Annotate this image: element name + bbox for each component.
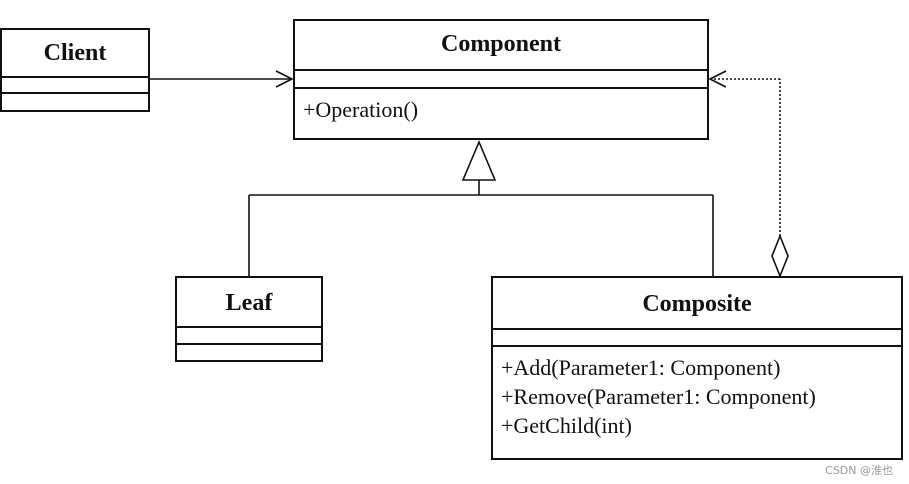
class-name: Composite <box>493 278 901 330</box>
association-arrowhead <box>275 70 294 88</box>
operation: +Operation() <box>303 97 419 122</box>
class-name: Component <box>295 21 707 71</box>
watermark: CSDN @淮也 <box>825 464 893 477</box>
class-name: Client <box>2 30 148 78</box>
class-component: Component +Operation() <box>293 19 709 140</box>
attributes-section <box>177 328 321 345</box>
class-composite: Composite +Add(Parameter1: Component) +R… <box>491 276 903 460</box>
aggregation-diamond <box>771 233 789 279</box>
attributes-section <box>493 330 901 347</box>
operation: +Add(Parameter1: Component) <box>501 355 781 380</box>
operations-section <box>2 94 148 110</box>
generalization-triangle <box>461 139 497 181</box>
class-name: Leaf <box>177 278 321 328</box>
attributes-section <box>2 78 148 94</box>
operations-section: +Add(Parameter1: Component) +Remove(Para… <box>493 347 901 440</box>
operation: +Remove(Parameter1: Component) <box>501 384 816 409</box>
operations-section: +Operation() <box>295 89 707 124</box>
attributes-section <box>295 71 707 89</box>
operation: +GetChild(int) <box>501 413 632 438</box>
class-leaf: Leaf <box>175 276 323 362</box>
aggregation-arrowhead <box>708 70 727 88</box>
class-client: Client <box>0 28 150 112</box>
